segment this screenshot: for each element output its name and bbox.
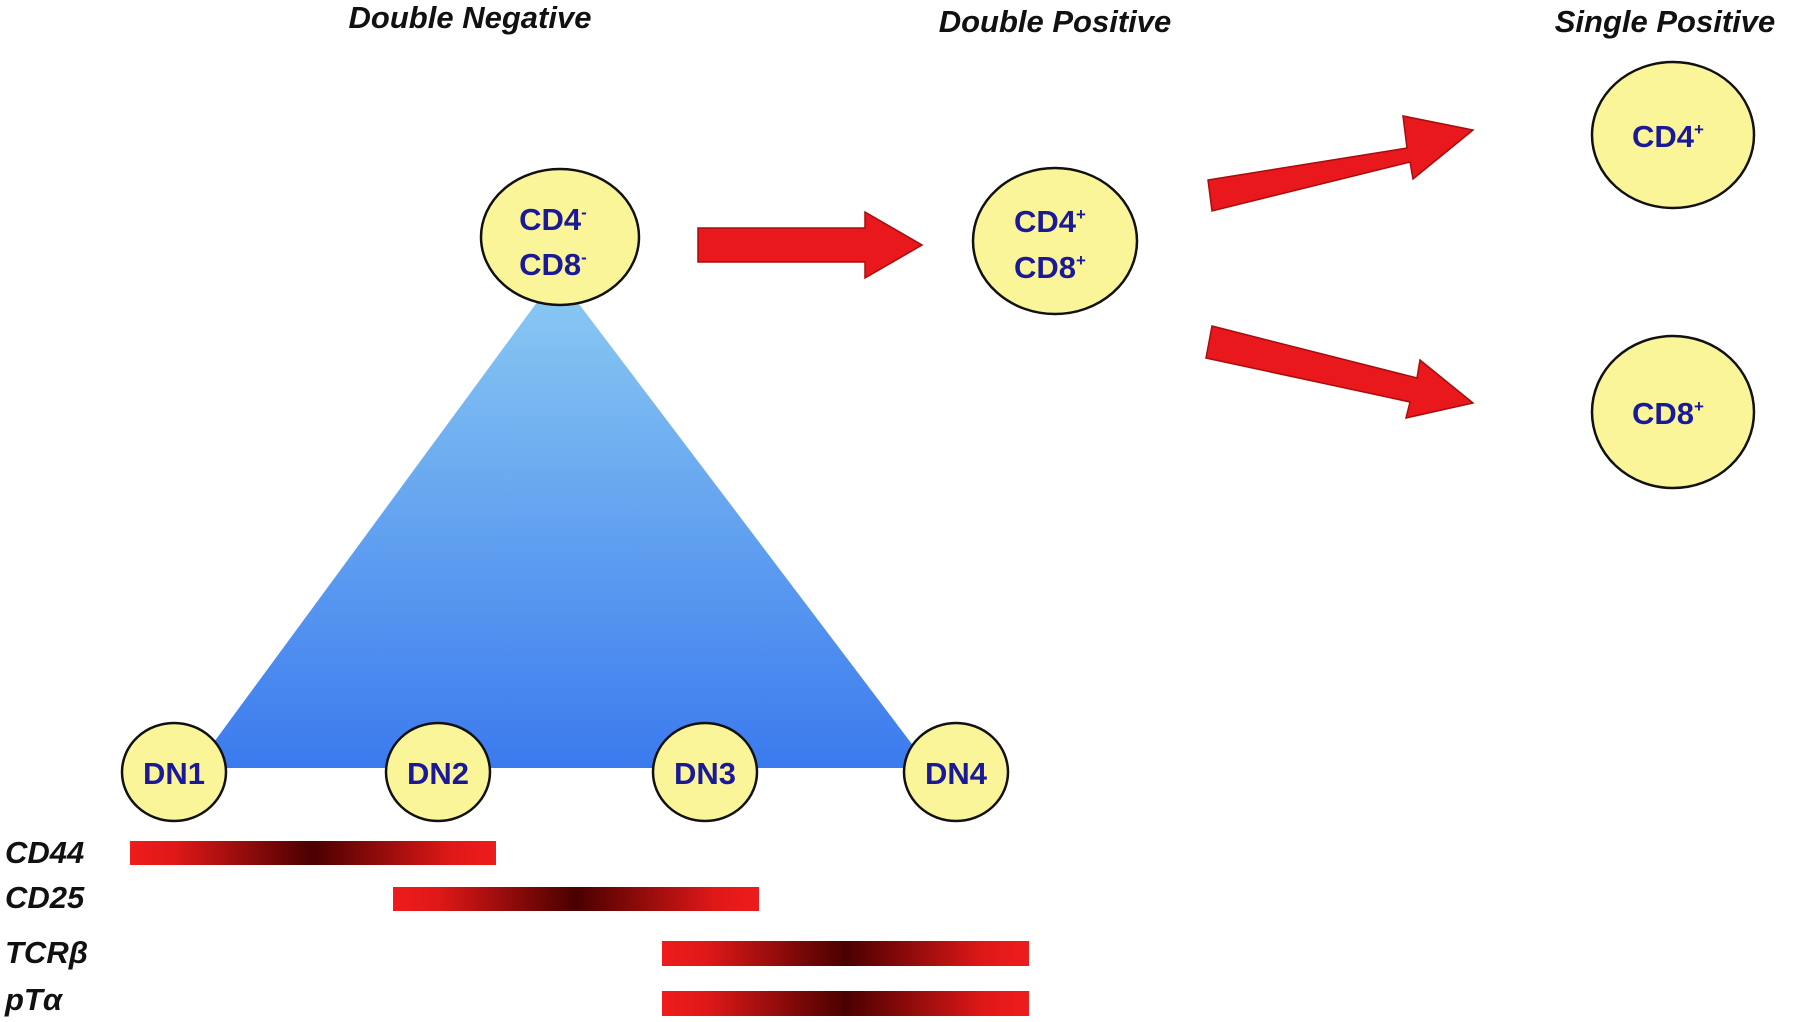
marker-pta-label: pTα [4,982,64,1017]
substage-dn2-body [384,721,492,823]
marker-cd25: CD25 [5,880,759,915]
marker-pta: pTα [4,982,1029,1017]
cell-dp-line2: CD8+ [1014,250,1086,285]
marker-tcrb-label: TCRβ [5,935,88,970]
cell-dp-line1: CD4+ [1014,204,1086,239]
substage-dn1-body [120,721,228,823]
cell-cd4-label: CD4+ [1632,119,1704,154]
heading-double-positive: Double Positive [939,4,1172,39]
heading-double-negative: Double Negative [349,0,592,35]
marker-cd44-bar [130,841,496,865]
marker-cd25-label: CD25 [5,880,85,915]
arrow-dp-to-cd8 [1205,325,1475,419]
cell-dn-line1: CD4- [519,202,587,237]
marker-cd25-bar [393,887,759,911]
substage-dn1: DN1 [120,721,228,823]
substage-dn3-body [651,721,759,823]
cell-double-negative: CD4- CD8- [479,167,641,307]
marker-cd44-label: CD44 [5,835,84,870]
cell-single-positive-cd8: CD8+ [1590,334,1756,490]
substage-dn1-label: DN1 [143,756,205,791]
substage-dn3: DN3 [651,721,759,823]
cell-double-positive-body [971,166,1139,316]
cell-cd8-body [1590,334,1756,490]
marker-tcrb: TCRβ [5,935,1029,970]
substage-dn2: DN2 [384,721,492,823]
substage-dn4-body [902,721,1010,823]
marker-pta-bar [662,991,1029,1016]
marker-tcrb-bar [662,941,1029,966]
substage-dn4: DN4 [902,721,1010,823]
cell-cd4-body [1590,60,1756,210]
substage-dn4-label: DN4 [925,756,988,791]
development-triangle [195,275,930,768]
substage-dn2-label: DN2 [407,756,469,791]
cell-double-negative-body [479,167,641,307]
cell-dn-line2: CD8- [519,247,587,282]
heading-single-positive: Single Positive [1555,4,1776,39]
arrow-dn-to-dp [697,210,924,280]
arrow-dp-to-cd4 [1207,115,1475,212]
substage-dn3-label: DN3 [674,756,736,791]
marker-cd44: CD44 [5,835,496,870]
cell-double-positive: CD4+ CD8+ [971,166,1139,316]
cell-cd8-label: CD8+ [1632,396,1704,431]
cell-single-positive-cd4: CD4+ [1590,60,1756,210]
